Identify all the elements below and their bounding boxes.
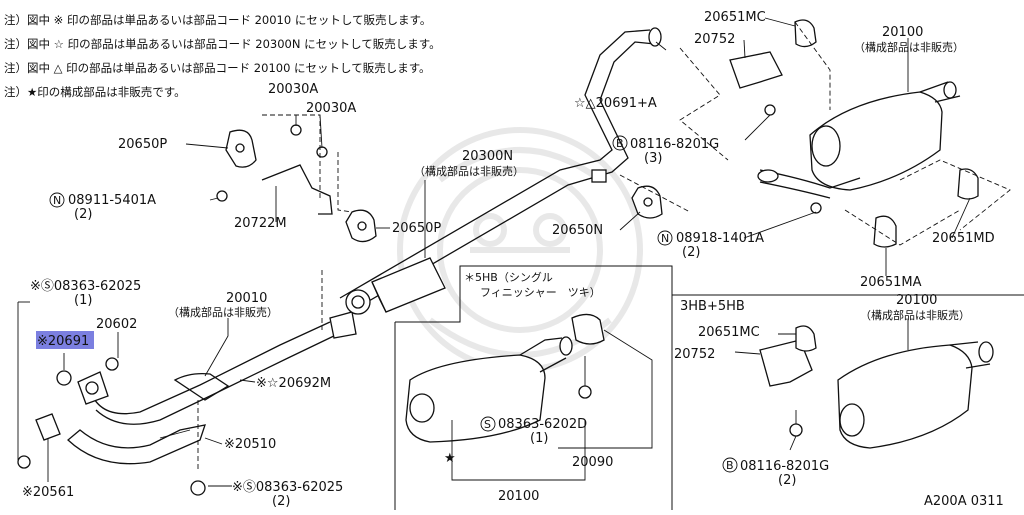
inset-labels: ＊5HB（シングル フィニッシャー ツキ） 08363-6202D (1) 20… <box>444 270 613 504</box>
hb-labels: 3HB+5HB 20100 （構成部品は非販売） 20651MC 20752 0… <box>674 293 1004 509</box>
inset-3hb-5hb <box>672 294 1024 451</box>
label-08116-top-qty: (3) <box>644 151 662 166</box>
figure-code: A200A 0311 <box>924 494 1004 509</box>
inset-star-icon: ★ <box>444 451 456 466</box>
label-20651md[interactable]: 20651MD <box>932 231 995 246</box>
label-20100-top[interactable]: 20100 <box>882 25 923 40</box>
label-20510[interactable]: ※20510 <box>224 437 276 452</box>
inset-title-line2: フィニッシャー ツキ） <box>480 286 601 299</box>
label-20030a-2[interactable]: 20030A <box>306 101 356 116</box>
circle-b-icon <box>612 135 628 151</box>
hb-title: 3HB+5HB <box>680 299 745 314</box>
label-08911[interactable]: 08911-5401A <box>68 193 156 208</box>
label-08918-qty: (2) <box>682 245 700 260</box>
circle-n-icon <box>657 230 673 246</box>
note-3: 注）図中 △ 印の部品は単品あるいは部品コード 20100 にセットして販売しま… <box>4 61 431 75</box>
label-20561[interactable]: ※20561 <box>22 485 74 500</box>
hb-label-20100-sub: （構成部品は非販売） <box>860 308 970 322</box>
label-20691a[interactable]: ☆△20691+A <box>574 96 657 111</box>
note-2: 注）図中 ☆ 印の部品は単品あるいは部品コード 20300N にセットして販売し… <box>4 37 441 51</box>
muffler-20100-top <box>729 19 979 248</box>
label-08911-qty: (2) <box>74 207 92 222</box>
hb-label-20651mc[interactable]: 20651MC <box>698 325 760 340</box>
notes-block: 注）図中 ※ 印の部品は単品あるいは部品コード 20010 にセットして販売しま… <box>4 13 441 99</box>
hb-label-08116-qty: (2) <box>778 473 796 488</box>
label-20651mc-top[interactable]: 20651MC <box>704 10 766 25</box>
circle-s-icon <box>480 416 496 432</box>
circle-n-icon <box>49 192 65 208</box>
label-08363-top-qty: (1) <box>74 293 92 308</box>
circle-b-letter: B <box>616 137 624 150</box>
center-pipe-20300N <box>339 27 662 313</box>
label-20100-top-sub: （構成部品は非販売） <box>854 40 964 54</box>
inset-title-line1: ＊5HB（シングル <box>464 270 553 284</box>
label-08363-top[interactable]: ※Ⓢ08363-62025 <box>30 279 141 294</box>
part-labels: 20651MC 20100 （構成部品は非販売） 20752 ☆△20691+A… <box>22 10 995 509</box>
hb-label-20752[interactable]: 20752 <box>674 347 715 362</box>
label-08363-bottom[interactable]: ※Ⓢ08363-62025 <box>232 480 343 495</box>
front-pipe-20010 <box>77 289 371 425</box>
label-08918[interactable]: 08918-1401A <box>676 231 764 246</box>
hb-label-08116[interactable]: 08116-8201G <box>740 459 829 474</box>
label-20691-highlighted[interactable]: ※20691 <box>37 334 89 349</box>
heat-shield-20510 <box>67 424 206 465</box>
label-20651ma[interactable]: 20651MA <box>860 275 922 290</box>
label-20650p-2[interactable]: 20650P <box>392 221 441 236</box>
circle-n-letter: N <box>661 232 669 245</box>
inset-label-20100[interactable]: 20100 <box>498 489 539 504</box>
label-20010[interactable]: 20010 <box>226 291 267 306</box>
label-20010-sub: （構成部品は非販売） <box>168 305 278 319</box>
circle-b-icon <box>722 457 738 473</box>
note-1: 注）図中 ※ 印の部品は単品あるいは部品コード 20010 にセットして販売しま… <box>4 13 431 27</box>
label-20722m[interactable]: 20722M <box>234 216 287 231</box>
label-20300n[interactable]: 20300N <box>462 149 513 164</box>
inset-label-20090[interactable]: 20090 <box>572 455 613 470</box>
circle-b-letter: B <box>726 459 734 472</box>
label-20602[interactable]: 20602 <box>96 317 137 332</box>
note-4: 注）★印の構成部品は非販売です。 <box>4 85 186 99</box>
label-08363-bottom-qty: (2) <box>272 494 290 509</box>
highlight-box <box>36 331 94 349</box>
label-20650p-1[interactable]: 20650P <box>118 137 167 152</box>
label-20030a-1[interactable]: 20030A <box>268 82 318 97</box>
circle-n-letter: N <box>53 194 61 207</box>
inset-label-08363[interactable]: 08363-6202D <box>498 417 587 432</box>
label-08116-top[interactable]: 08116-8201G <box>630 137 719 152</box>
label-20300n-sub: （構成部品は非販売） <box>414 164 524 178</box>
hb-label-20100[interactable]: 20100 <box>896 293 937 308</box>
label-20692m[interactable]: ※☆20692M <box>256 376 331 391</box>
leader-lines <box>17 17 971 487</box>
circle-s-letter: S <box>484 418 491 431</box>
hanger-parts <box>17 124 822 496</box>
circled-letters: B N N S B <box>49 135 738 473</box>
inset-5hb <box>394 265 673 510</box>
label-20752-top[interactable]: 20752 <box>694 32 735 47</box>
label-20650n[interactable]: 20650N <box>552 223 603 238</box>
inset-label-08363-qty: (1) <box>530 431 548 446</box>
